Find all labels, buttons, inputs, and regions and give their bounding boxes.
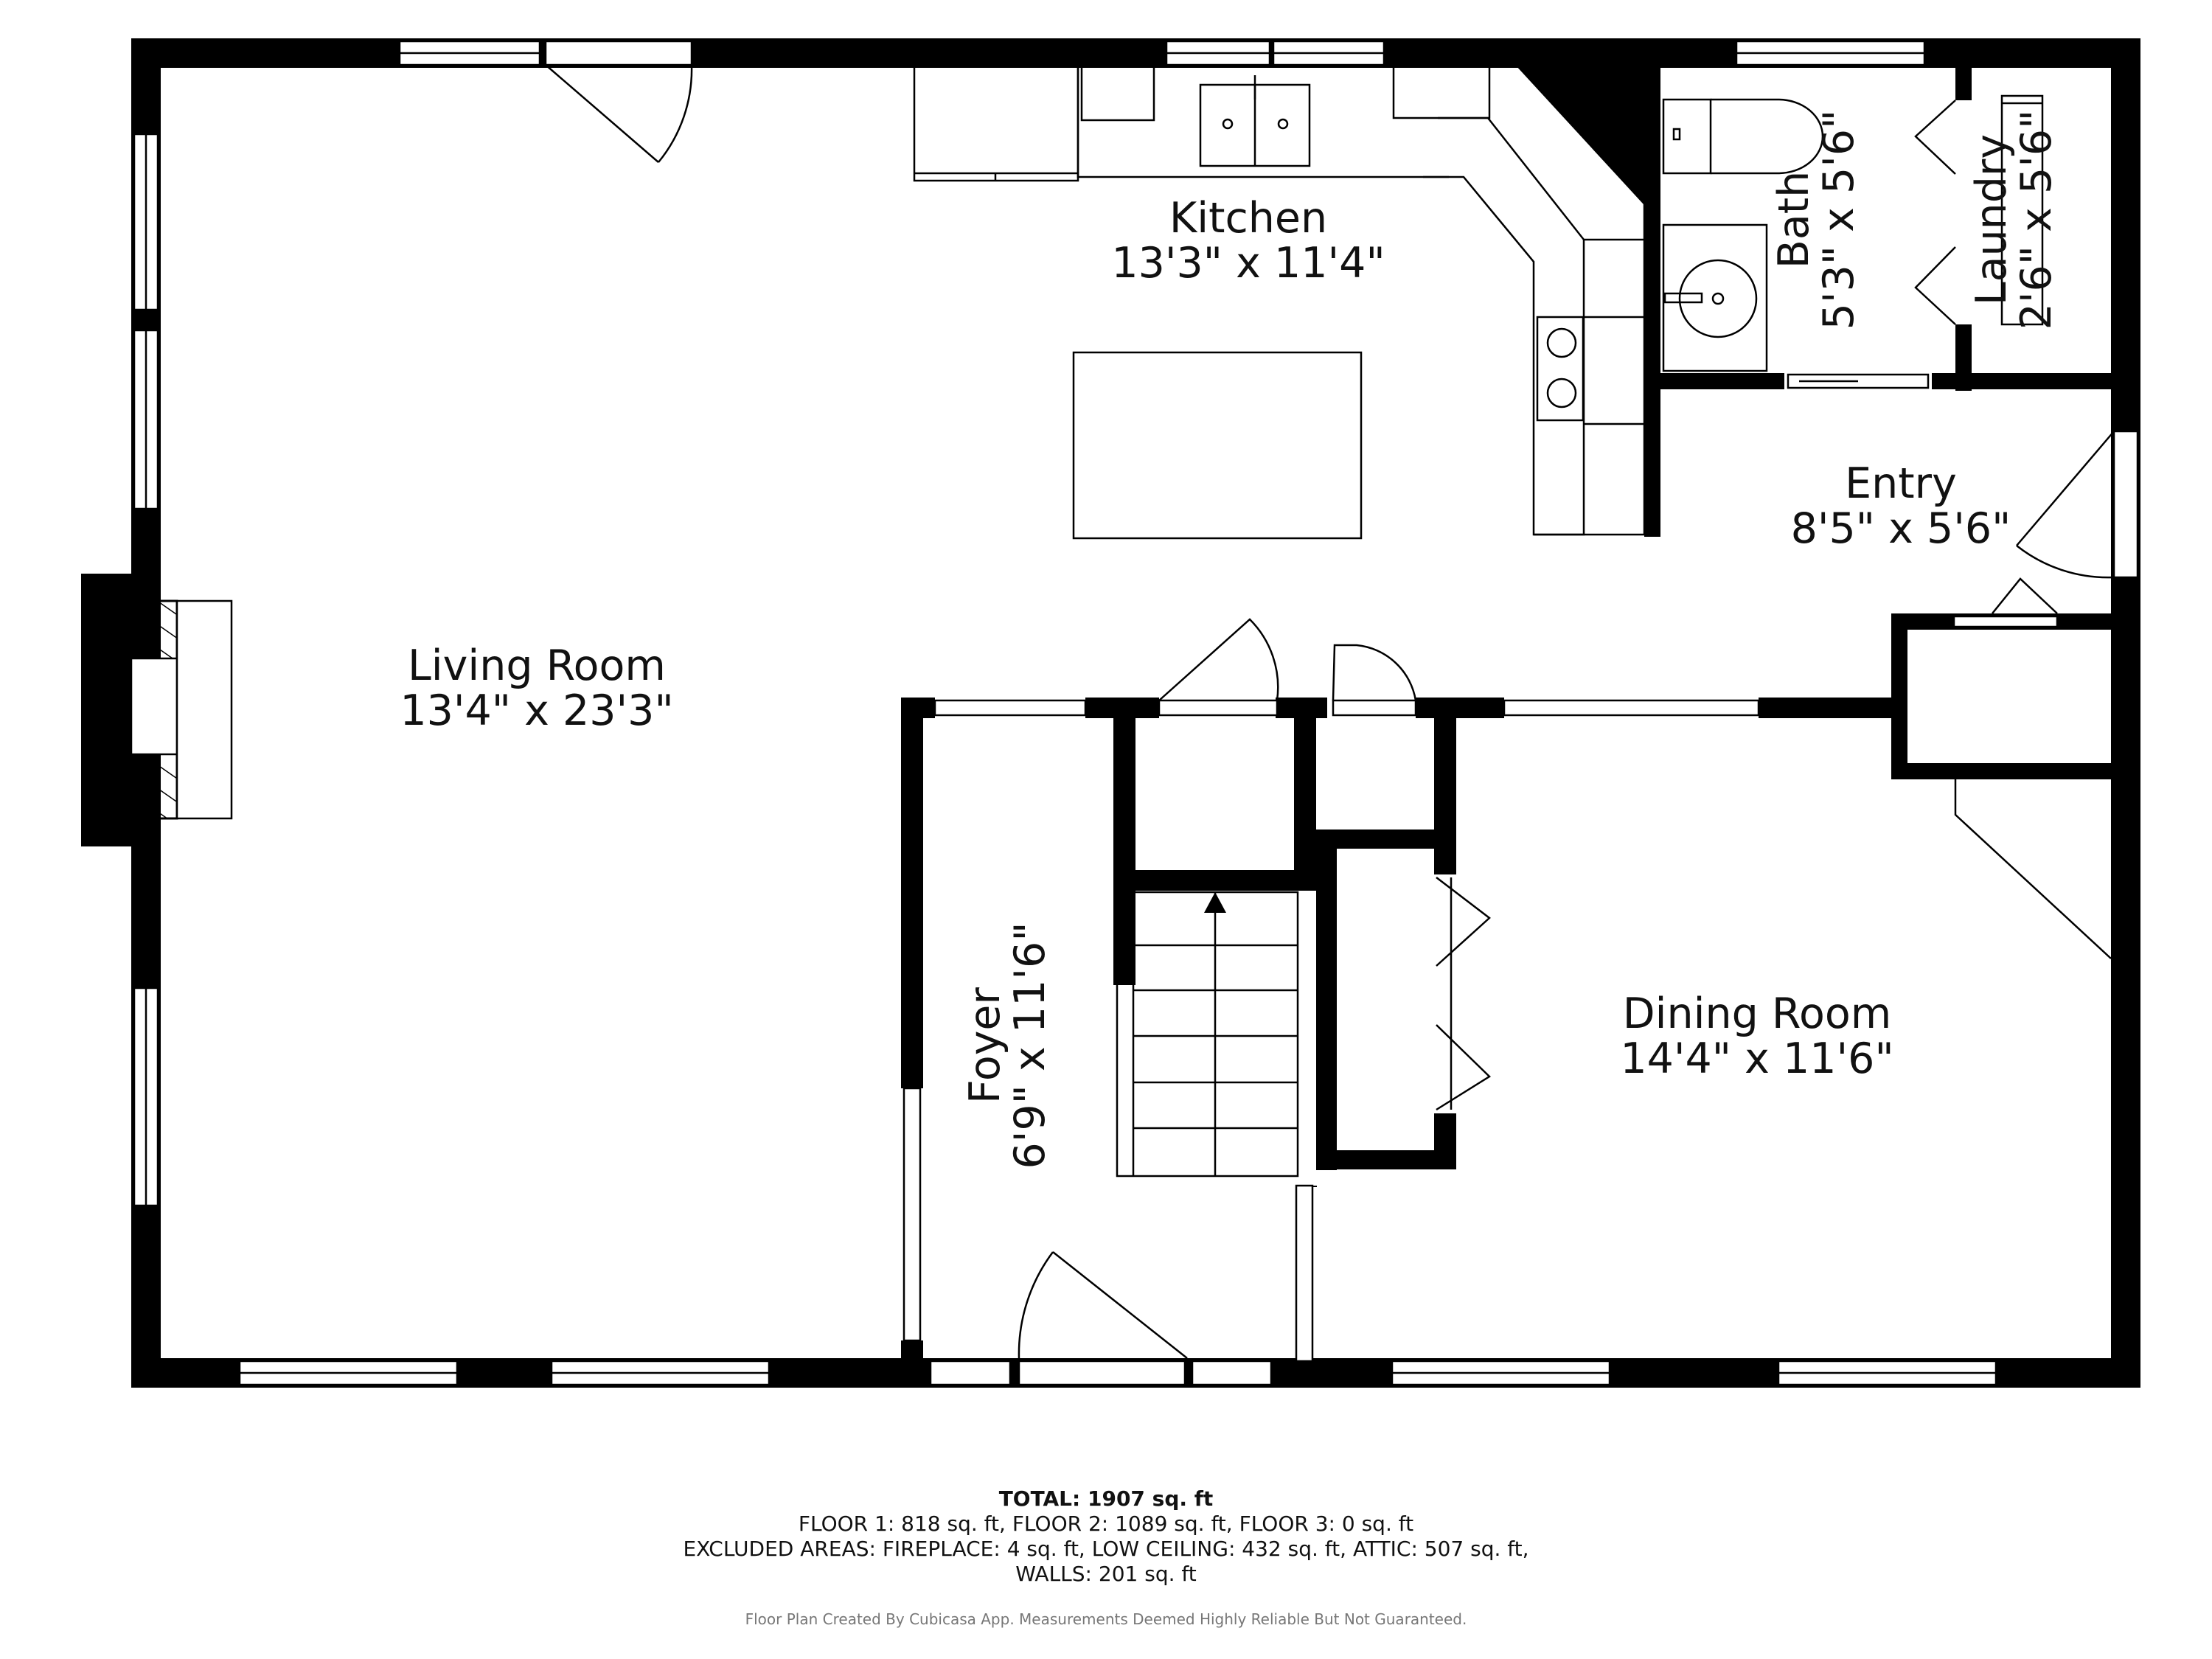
living-room-dims: 13'4" x 23'3" [400, 686, 673, 735]
entry-name: Entry [1845, 459, 1957, 508]
doors [544, 40, 2115, 1363]
windows [133, 40, 2139, 1386]
entry-dims: 8'5" x 5'6" [1791, 504, 2011, 553]
kitchen-dims: 13'3" x 11'4" [1111, 239, 1385, 288]
foyer-name: Foyer [961, 987, 1009, 1104]
excluded-areas: EXCLUDED AREAS: FIREPLACE: 4 sq. ft, LOW… [683, 1537, 1529, 1561]
bath-fixtures [1662, 94, 2044, 389]
stairs [1116, 891, 1299, 1178]
foyer-dims: 6'9" x 11'6" [1006, 922, 1054, 1169]
total-area: TOTAL: 1907 sq. ft [998, 1486, 1214, 1511]
dining-room-name: Dining Room [1623, 990, 1891, 1038]
bath-name: Bath [1770, 171, 1818, 269]
stair-direction-arrow [1204, 892, 1226, 913]
kitchen-fixtures [913, 63, 1646, 540]
fireplace [108, 599, 233, 820]
floor-areas: FLOOR 1: 818 sq. ft, FLOOR 2: 1089 sq. f… [798, 1512, 1414, 1536]
walls-area: WALLS: 201 sq. ft [1015, 1562, 1197, 1586]
laundry-name: Laundry [1967, 134, 2016, 305]
laundry-dims: 2'6" x 5'6" [2012, 110, 2061, 330]
kitchen-name: Kitchen [1169, 194, 1327, 243]
dining-room-dims: 14'4" x 11'6" [1620, 1034, 1893, 1083]
bath-dims: 5'3" x 5'6" [1815, 110, 1863, 330]
interior-walls [901, 65, 2112, 1371]
living-room-name: Living Room [408, 641, 666, 690]
room-labels: Living Room 13'4" x 23'3" Kitchen 13'3" … [400, 110, 2061, 1169]
disclaimer: Floor Plan Created By Cubicasa App. Meas… [745, 1610, 1467, 1628]
